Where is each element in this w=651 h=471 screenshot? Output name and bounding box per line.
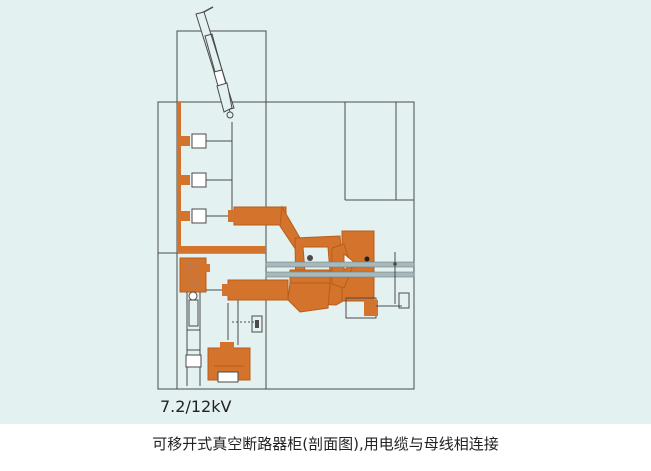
busbar-bushings [177, 102, 266, 253]
current-transformer [207, 342, 251, 383]
cable-connection [227, 300, 263, 345]
voltage-rating-label: 7.2/12kV [160, 397, 232, 416]
busbar-bushing-3 [180, 208, 232, 224]
inclined-cable-termination [195, 6, 235, 119]
lower-contacts [179, 257, 289, 301]
busbar-bushing-1 [180, 133, 232, 149]
earthing-switch [185, 291, 202, 386]
switchgear-cross-section [157, 6, 415, 390]
busbar-bushing-2 [180, 172, 232, 188]
busbar-rails [265, 252, 415, 304]
diagram-panel: 7.2/12kV [0, 0, 651, 424]
cabinet-outline [157, 101, 415, 390]
figure-caption: 可移开式真空断路器柜(剖面图),用电缆与母线相连接 [152, 435, 499, 453]
